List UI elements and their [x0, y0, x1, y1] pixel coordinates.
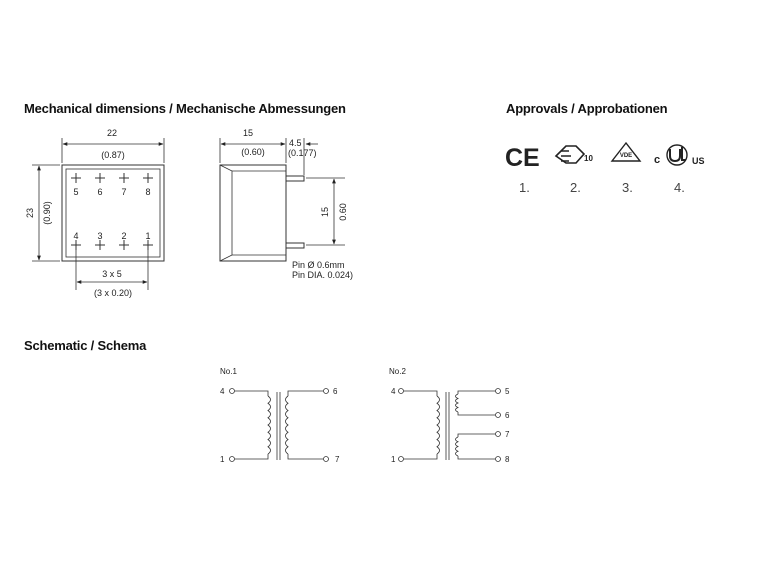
pin-label-8: 8 [145, 187, 150, 197]
approval-number-1: 1. [519, 180, 530, 195]
enec-number: 10 [584, 154, 593, 163]
pin-note-imperial: Pin DIA. 0.024) [292, 270, 353, 280]
pin-note-metric: Pin Ø 0.6mm [292, 260, 345, 270]
approval-number-2: 2. [570, 180, 581, 195]
height-in-label: (0.90) [42, 201, 52, 225]
spacing-mm-label: 15 [320, 207, 330, 217]
approval-marks: CE 10 VDE c US 1. 2. 3. 4. [505, 141, 705, 195]
schematic-no1: No.1 4 1 6 7 [220, 367, 340, 464]
pin-label-2: 2 [121, 231, 126, 241]
pin-length-in-label: (0.177) [288, 148, 317, 158]
side-pin-bottom [285, 242, 305, 249]
side-pin-top [285, 175, 305, 182]
no2-label: No.2 [389, 367, 406, 376]
schematic-heading: Schematic / Schema [24, 338, 147, 353]
schematic-no2: No.2 4 1 5 6 7 8 [389, 367, 510, 464]
cul-us: US [692, 156, 705, 166]
no1-primary-coil [267, 395, 271, 455]
pin-label-4: 4 [73, 231, 78, 241]
no1-pin-7: 7 [335, 455, 340, 464]
approvals-heading: Approvals / Approbationen [506, 101, 668, 116]
no2-pin-4: 4 [391, 387, 396, 396]
no1-pin-1: 1 [220, 455, 225, 464]
approval-number-3: 3. [622, 180, 633, 195]
cul-c: c [654, 154, 660, 166]
pitch-mm-label: 3 x 5 [102, 269, 122, 279]
no1-label: No.1 [220, 367, 237, 376]
side-view: 15 (0.60) 4.5 (0.177) 15 0.60 Pin Ø 0.6m… [219, 128, 353, 280]
front-view: 5 6 7 8 4 3 2 1 22 (0.87) 23 (0.90) 3 x … [25, 128, 165, 298]
pin-label-7: 7 [121, 187, 126, 197]
approval-number-4: 4. [674, 180, 685, 195]
no2-pin-5: 5 [505, 387, 510, 396]
no1-pin-4: 4 [220, 387, 225, 396]
pitch-in-label: (3 x 0.20) [94, 288, 132, 298]
vde-mark: VDE [610, 141, 642, 162]
cul-us-mark: c US [654, 144, 705, 166]
depth-in-label: (0.60) [241, 147, 265, 157]
enec-mark: 10 [554, 145, 593, 164]
no2-pin-7: 7 [505, 430, 510, 439]
no2-secondary-coil-a [455, 393, 459, 413]
pin-label-6: 6 [97, 187, 102, 197]
no2-secondary-coil-b [455, 436, 459, 457]
vde-text: VDE [620, 153, 632, 159]
height-mm-label: 23 [25, 208, 35, 218]
front-inner-outline [65, 168, 161, 258]
no2-pin-8: 8 [505, 455, 510, 464]
side-outline [219, 164, 287, 262]
pin-label-5: 5 [73, 187, 78, 197]
top-pin-markers [71, 173, 153, 183]
spacing-in-label: 0.60 [338, 203, 348, 221]
pin-length-mm-label: 4.5 [289, 138, 302, 148]
pin-label-1: 1 [145, 231, 150, 241]
width-in-label: (0.87) [101, 150, 125, 160]
depth-mm-label: 15 [243, 128, 253, 138]
pin-label-3: 3 [97, 231, 102, 241]
width-mm-label: 22 [107, 128, 117, 138]
no2-primary-coil [436, 395, 440, 455]
no2-pin-6: 6 [505, 411, 510, 420]
bottom-pin-markers [71, 240, 153, 250]
no1-secondary-coil [285, 395, 289, 455]
no1-pin-6: 6 [333, 387, 338, 396]
ce-mark: CE [505, 144, 540, 172]
no2-pin-1: 1 [391, 455, 396, 464]
mechanical-heading: Mechanical dimensions / Mechanische Abme… [24, 101, 346, 116]
front-outline [61, 164, 165, 262]
